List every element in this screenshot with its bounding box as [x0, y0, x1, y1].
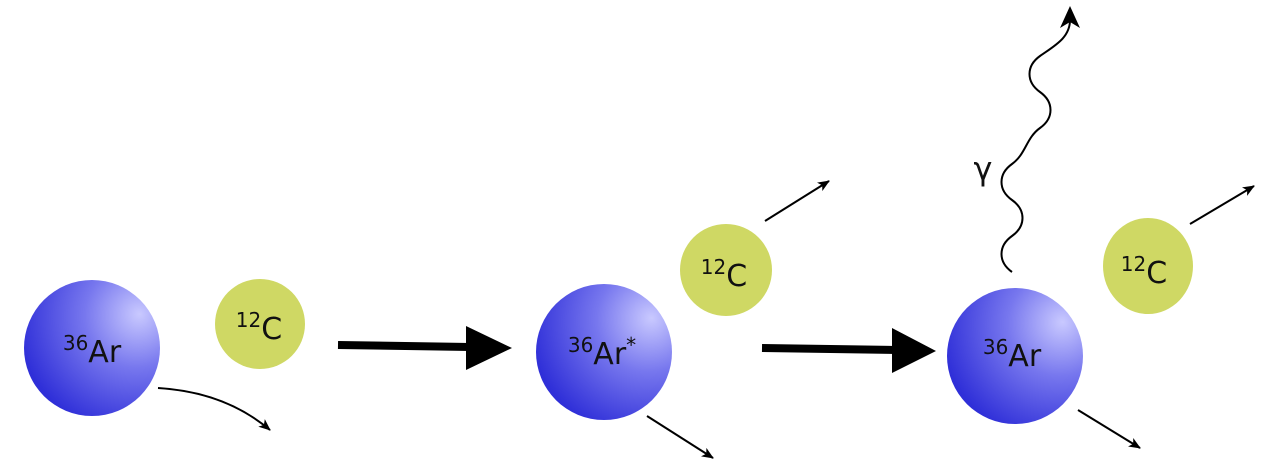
- gamma-label: γ: [974, 150, 993, 188]
- carbon-label-3: 12C: [1121, 252, 1167, 291]
- argon-nucleus-3: [947, 288, 1083, 424]
- carbon-nucleus-2: [680, 224, 772, 316]
- carbon-label-1: 12C: [236, 308, 282, 347]
- stage-2-excited: 36Ar* 12C: [536, 180, 830, 459]
- carbon-recoil-arrow-2: [764, 180, 830, 222]
- carbon-recoil-arrow-3: [1189, 185, 1255, 225]
- stage-1-initial: 36Ar 12C: [24, 279, 305, 431]
- argon-label-1: 36Ar: [63, 331, 122, 370]
- argon-label-2: 36Ar*: [568, 333, 636, 372]
- argon-label-3: 36Ar: [983, 335, 1042, 374]
- argon-recoil-arrow-1: [157, 387, 271, 431]
- argon-nucleus-1: [24, 280, 160, 416]
- carbon-nucleus-1: [215, 279, 305, 369]
- argon-nucleus-2: [536, 284, 672, 420]
- argon-recoil-arrow-2: [646, 415, 714, 459]
- gamma-photon-wave: [1000, 19, 1071, 273]
- reaction-arrow-2: [761, 328, 936, 373]
- reaction-arrow-1: [337, 326, 512, 370]
- argon-recoil-arrow-3: [1077, 409, 1141, 449]
- gamma-arrowhead: [1060, 6, 1080, 28]
- carbon-label-2: 12C: [701, 255, 747, 294]
- stage-3-deexcited: 36Ar 12C γ: [947, 6, 1255, 449]
- carbon-nucleus-3: [1103, 218, 1193, 314]
